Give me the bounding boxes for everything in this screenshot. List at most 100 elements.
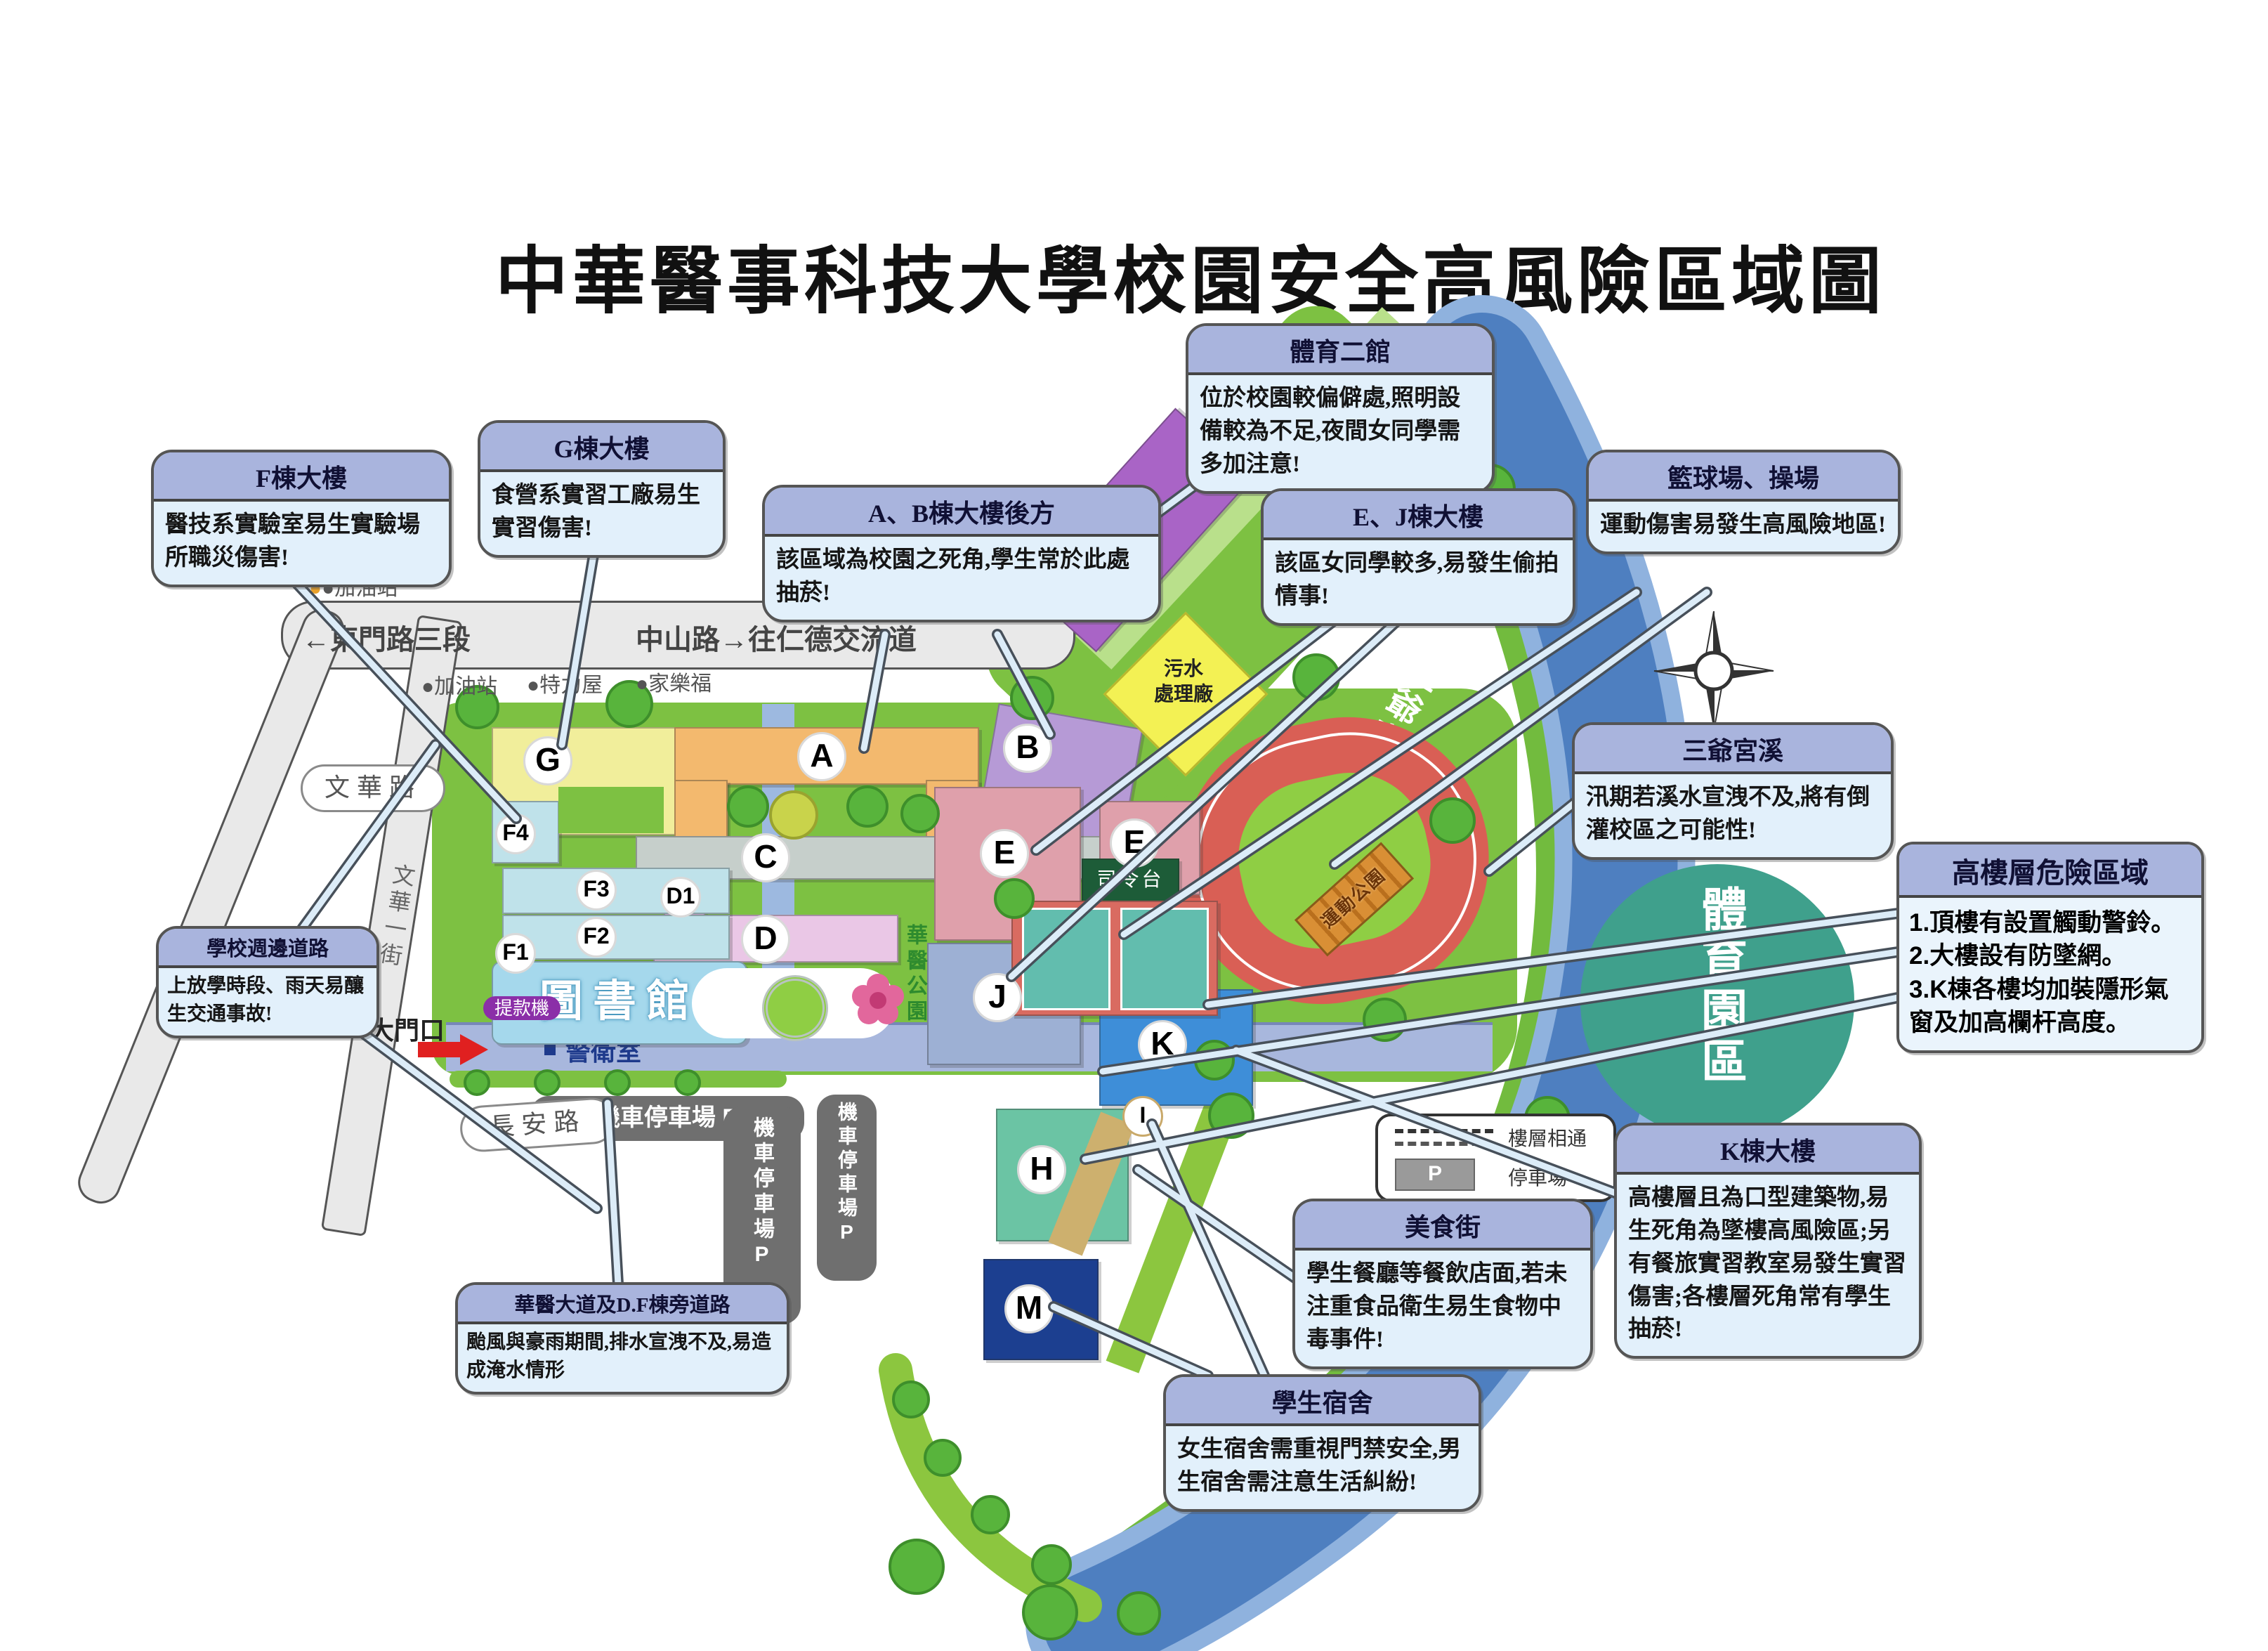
gate-arrow-head [460, 1034, 488, 1065]
callout-gym2: 體育二館 位於校園較偏僻處,照明設備較為不足,夜間女同學需多加注意! [1186, 323, 1495, 494]
poi-trili: ●特力屋 [527, 667, 603, 698]
huayi-park-label: 華醫公園 [903, 924, 926, 1025]
callout-k-body: 高樓層且為口型建築物,易生死角為墜樓高風險區;另有餐旅實習教室易發生實習傷害;各… [1628, 1185, 1906, 1343]
tree-icon [900, 794, 940, 833]
callout-food-body: 學生餐廳等餐飲店面,若未注重食品衛生易生食物中毒事件! [1306, 1261, 1568, 1352]
tree-icon [727, 785, 769, 828]
tree-icon [1117, 1591, 1161, 1636]
building-i-badge: I [1122, 1096, 1163, 1137]
callout-river: 三爺宮溪 汛期若溪水宣洩不及,將有倒灌校區之可能性! [1572, 722, 1894, 860]
flower-icon [852, 974, 904, 1024]
sports-park-label: 體育園區 [1694, 885, 1745, 1088]
callout-highrise-title: 高樓層危險區域 [1899, 844, 2201, 898]
tree-icon [1292, 653, 1340, 701]
parking-moto-right-label: 機車停車場P [836, 1102, 858, 1247]
tree-icon [604, 1069, 631, 1096]
highrise-item-3: 3.K棟各樓均加裝隱形氣窗及加高欄杆高度。 [1909, 975, 2169, 1036]
tree-icon [1022, 1584, 1078, 1640]
road-label-dongmen: ←東門路三段 [302, 625, 471, 655]
callout-g-building: G棟大樓 食營系實習工廠易生實習傷害! [478, 420, 726, 558]
park-fountain [762, 975, 828, 1041]
legend-dash-line-2 [1395, 1142, 1493, 1146]
compass-icon [1653, 611, 1774, 731]
tree-icon [1194, 1040, 1235, 1081]
tree-icon [674, 1069, 701, 1096]
sewage-line1: 污水 [1163, 658, 1203, 680]
gate-arrow-bar [418, 1042, 460, 1057]
callout-g-title: G棟大樓 [480, 423, 723, 472]
tree-icon [892, 1381, 930, 1418]
tree-icon [1208, 1092, 1254, 1139]
building-c-badge: C [741, 833, 790, 882]
sewage-line2: 處理廠 [1153, 684, 1213, 706]
callout-ab-body: 該區域為校園之死角,學生常於此處抽菸! [776, 547, 1130, 606]
poi-trili-text: ●特力屋 [527, 674, 603, 697]
tree-icon [534, 1069, 561, 1096]
building-a-badge: A [797, 732, 846, 781]
callout-ab-title: A、B棟大樓後方 [765, 488, 1158, 537]
street-label-wenhua-rd: 文華路 [301, 764, 445, 812]
building-f2-badge: F2 [576, 917, 617, 958]
callout-ej-title: E、J棟大樓 [1264, 491, 1573, 540]
callout-gym2-title: 體育二館 [1188, 326, 1492, 375]
poi-gas3-text: ●加油站 [421, 675, 498, 698]
callout-flood: 華醫大道及D.F棟旁道路 颱風與豪雨期間,排水宣洩不及,易造成淹水情形 [455, 1282, 789, 1395]
callout-f-title: F棟大樓 [154, 452, 449, 502]
legend-parking-swatch: P [1395, 1159, 1475, 1191]
callout-flood-body: 颱風與豪雨期間,排水宣洩不及,易造成淹水情形 [466, 1331, 772, 1381]
legend-p: P [1427, 1162, 1442, 1185]
highrise-item-1: 1.頂樓有設置觸動警鈴。 [1909, 909, 2176, 937]
tree-icon [846, 785, 889, 828]
callout-courts-body: 運動傷害易發生高風險地區! [1600, 512, 1886, 537]
callout-dorm-body: 女生宿舍需重視門禁安全,男生宿舍需注意生活糾紛! [1177, 1437, 1462, 1495]
tree-icon [924, 1439, 962, 1477]
building-m-badge: M [1004, 1284, 1054, 1333]
basketball-court-2 [1120, 908, 1209, 1010]
callout-ab-back: A、B棟大樓後方 該區域為校園之死角,學生常於此處抽菸! [762, 485, 1161, 622]
building-h-badge: H [1017, 1145, 1066, 1194]
tree-icon [1010, 676, 1054, 720]
callout-river-title: 三爺宮溪 [1575, 725, 1891, 774]
building-e-east-badge: E [1110, 818, 1159, 868]
tree-icon [889, 1539, 945, 1595]
building-g-badge: G [523, 736, 572, 785]
sports-park-circle: 體育園區 [1580, 864, 1854, 1138]
page-title: 中華醫事科技大學校園安全高風險區域圖 [494, 241, 1886, 322]
poi-carrefour: ●家樂福 [636, 666, 712, 697]
tree-icon [1363, 998, 1407, 1042]
atm-label: 提款機 [483, 996, 561, 1020]
road-label-zhongshan: 中山路→往仁德交流道 [636, 625, 917, 655]
callout-ej: E、J棟大樓 該區女同學較多,易發生偷拍情事! [1261, 488, 1575, 626]
tree-icon [464, 1069, 490, 1096]
building-b-badge: B [1003, 724, 1052, 773]
building-d-badge: D [741, 915, 790, 964]
tree-icon [1031, 1544, 1072, 1585]
parking-moto-left-label: 機車停車場P [750, 1116, 773, 1270]
tree-icon [769, 790, 818, 840]
legend-box: 樓層相通 P 停車場 [1375, 1114, 1616, 1202]
callout-f-building: F棟大樓 醫技系實驗室易生實驗場所職災傷害! [151, 450, 452, 587]
building-j-badge: J [973, 973, 1022, 1022]
callout-roads: 學校週邊道路 上放學時段、雨天易釀生交通事故! [156, 926, 379, 1038]
callout-river-body: 汛期若溪水宣洩不及,將有倒灌校區之可能性! [1586, 785, 1870, 843]
callout-roads-title: 學校週邊道路 [159, 929, 376, 968]
legend-dash-line-1 [1395, 1129, 1493, 1133]
poi-carrefour-text: ●家樂福 [636, 672, 712, 696]
building-f4-badge: F4 [495, 814, 536, 854]
building-f1-badge: F1 [495, 933, 536, 974]
building-g-notch [558, 787, 664, 833]
building-f3-badge: F3 [576, 870, 617, 911]
callout-ej-body: 該區女同學較多,易發生偷拍情事! [1275, 551, 1559, 609]
poi-gas-station-3: ●加油站 [421, 669, 497, 700]
callout-food-title: 美食街 [1295, 1201, 1590, 1251]
building-e-west-badge: E [980, 829, 1029, 878]
callout-dorm: 學生宿舍 女生宿舍需重視門禁安全,男生宿舍需注意生活糾紛! [1163, 1374, 1481, 1512]
sewage-plant-label: 污水 處理廠 [1127, 657, 1240, 708]
parking-moto-right-col: 機車停車場P [817, 1095, 877, 1281]
tree-icon [605, 680, 653, 728]
tree-icon [1429, 797, 1476, 844]
callout-k-building: K棟大樓 高樓層且為口型建築物,易生死角為墜樓高風險區;另有餐旅實習教室易發生實… [1614, 1123, 1922, 1359]
callout-dorm-title: 學生宿舍 [1166, 1377, 1479, 1426]
callout-courts-title: 籃球場、操場 [1589, 452, 1898, 502]
